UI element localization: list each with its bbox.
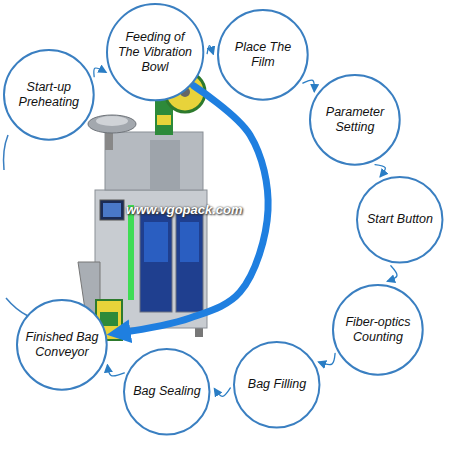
door-glow [144, 222, 168, 262]
step-label: Parameter Setting [317, 105, 393, 135]
machine-upper [105, 132, 203, 190]
flow-arrow [375, 165, 385, 177]
step-label: Fiber-optics Counting [340, 315, 416, 345]
flow-arrow [215, 388, 231, 396]
flow-arrow [303, 80, 314, 91]
forming-tube [150, 140, 180, 190]
watermark: www.vgopack.com [126, 202, 243, 217]
step-circle: Fiber-optics Counting [332, 284, 424, 376]
step-circle: Feeding of The Vibration Bowl [106, 3, 204, 101]
film-print [157, 115, 171, 125]
step-label: Feeding of The Vibration Bowl [117, 30, 193, 75]
step-circle: Start-up Preheating [3, 49, 95, 141]
door-glow [180, 222, 199, 262]
flow-arrow [319, 353, 335, 364]
step-circle: Bag Filling [233, 341, 320, 428]
step-label: Start-up Preheating [11, 80, 87, 110]
step-circle: Start Button [356, 176, 443, 263]
step-label: Place The Film [225, 40, 301, 70]
step-circle: Bag Sealing [123, 348, 210, 435]
arc-fragment [6, 298, 28, 316]
step-circle: Parameter Setting [309, 74, 401, 166]
flow-arrow [388, 266, 397, 281]
vibration-bowl [88, 115, 136, 133]
screen-display [103, 203, 121, 217]
flow-arrow [107, 365, 124, 376]
flow-arrow [207, 46, 213, 54]
green-light [128, 205, 134, 300]
touch-screen [100, 200, 124, 220]
machine-door [140, 212, 172, 312]
step-circle: Finished Bag Conveyor [16, 299, 108, 391]
step-label: Bag Filling [239, 377, 315, 392]
cycle-arrow [119, 86, 269, 333]
step-label: Bag Sealing [129, 384, 205, 399]
flow-arrow [94, 68, 106, 77]
arc-fragment [4, 135, 9, 170]
step-circle: Place The Film [217, 9, 309, 101]
machine-door [176, 212, 203, 312]
step-label: Start Button [362, 212, 438, 227]
vibration-bowl-top [96, 116, 128, 126]
step-label: Finished Bag Conveyor [24, 330, 100, 360]
